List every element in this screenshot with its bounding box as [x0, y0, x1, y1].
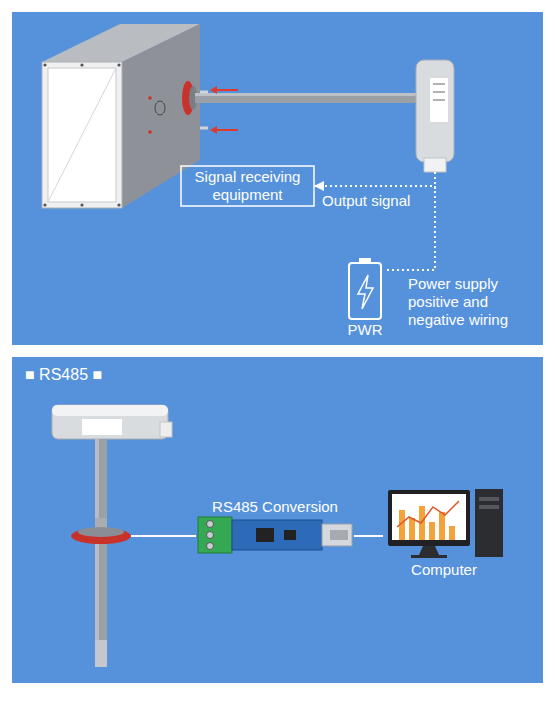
node-text: PWR [333, 321, 397, 339]
sensor-cable [131, 535, 196, 537]
duct-rivet [117, 63, 120, 66]
nameplate-line [433, 84, 445, 85]
screw-hole [148, 130, 152, 134]
terminal-screw [207, 543, 214, 550]
terminal-screw [207, 532, 214, 539]
sensor-housing [416, 60, 454, 162]
duct-rivet [43, 203, 46, 206]
usb-cable [354, 535, 383, 537]
monitor [388, 490, 470, 546]
bottom-panel [12, 357, 543, 683]
mount-arrow-head [210, 86, 217, 94]
lightning-symbol [358, 275, 373, 309]
screen [392, 494, 466, 540]
box-border [181, 166, 314, 206]
terminal-screw [207, 521, 214, 528]
probe-rod-highlight [95, 439, 99, 667]
chart-bar [409, 518, 415, 540]
battery-body [349, 263, 381, 319]
node-text: Computer [383, 561, 505, 579]
terminal-block [198, 517, 232, 553]
duct-diagonal [48, 68, 116, 202]
duct-rivet [117, 203, 120, 206]
section-heading: ■ RS485 ■ [25, 366, 145, 384]
duct-rivet [80, 203, 83, 206]
chart-line [397, 501, 459, 527]
mount-arrow [214, 129, 238, 131]
sensor-housing [52, 405, 168, 439]
usb-plug [322, 524, 352, 546]
signal-wire [315, 186, 435, 270]
power-note: Power supply positive and negative wirin… [408, 275, 536, 329]
drive-bay [479, 505, 499, 509]
monitor-base [411, 555, 447, 558]
monitor-stand [419, 546, 439, 555]
duct-rivet [80, 63, 83, 66]
chart-bar [439, 512, 445, 540]
probe-rod [95, 439, 107, 667]
chart-bar [429, 522, 435, 540]
chip [284, 530, 296, 540]
usb-slot [330, 530, 348, 540]
rs485-converter: RS485 Conversion [196, 498, 354, 556]
screw [200, 91, 208, 94]
duct-hole [155, 101, 165, 115]
receiver-box: Signal receiving equipment [180, 165, 315, 207]
chip [256, 528, 274, 542]
cable-gland [160, 422, 172, 437]
probe-tip [95, 640, 107, 667]
signal-wire [434, 172, 436, 190]
chart-bar [449, 526, 455, 540]
battery-symbol: PWR [343, 255, 387, 340]
sensor-nameplate [82, 419, 122, 435]
probe-rod-highlight [195, 93, 418, 96]
sensor-nameplate [430, 78, 448, 122]
battery-cap [359, 258, 371, 263]
edge-label: Output signal [322, 192, 410, 210]
probe-rod [195, 93, 418, 103]
duct-panel [48, 68, 116, 202]
node-text: Signal receiving equipment [180, 165, 315, 207]
screw [200, 127, 208, 130]
drive-bay [479, 497, 499, 501]
duct-side [122, 24, 200, 208]
computer-symbol: Computer [383, 487, 505, 582]
screw-hole [148, 96, 152, 100]
flange [78, 527, 124, 537]
mount-arrow [214, 89, 238, 91]
mount-arrow-head [210, 126, 217, 134]
node-text: RS485 Conversion [192, 498, 358, 516]
flange-seal [71, 528, 131, 544]
nameplate-line [433, 100, 445, 101]
duct-rivet [43, 63, 46, 66]
nameplate-line [433, 92, 445, 93]
sensor-lid [52, 405, 168, 416]
top-panel [12, 12, 543, 345]
cable-gland [424, 158, 446, 172]
circuit-board [232, 520, 322, 550]
pc-tower [475, 489, 503, 557]
duct-front [42, 62, 122, 208]
